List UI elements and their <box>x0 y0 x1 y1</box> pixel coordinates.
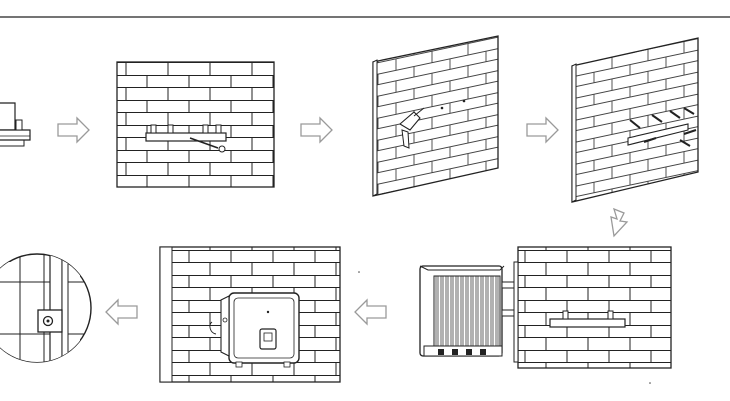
step-6-hanging-inverter <box>419 261 519 363</box>
step-2-bracket-marking <box>116 61 275 188</box>
step-4-inserting-bolts <box>571 37 699 203</box>
step-8-locking-screw-detail <box>0 253 92 363</box>
step-3-drilling-holes <box>372 35 499 197</box>
hollow-left-arrow-icon <box>105 298 138 326</box>
hollow-down-arrow-icon <box>610 207 629 238</box>
hollow-right-arrow-icon <box>300 116 333 144</box>
step-1-bracket-part <box>0 102 31 147</box>
step-5-bracket-fixed <box>517 246 672 369</box>
hollow-left-arrow-icon <box>354 298 387 326</box>
step-7-inverter-mounted <box>159 246 341 383</box>
hollow-right-arrow-icon <box>526 116 559 144</box>
hollow-right-arrow-icon <box>57 116 90 144</box>
